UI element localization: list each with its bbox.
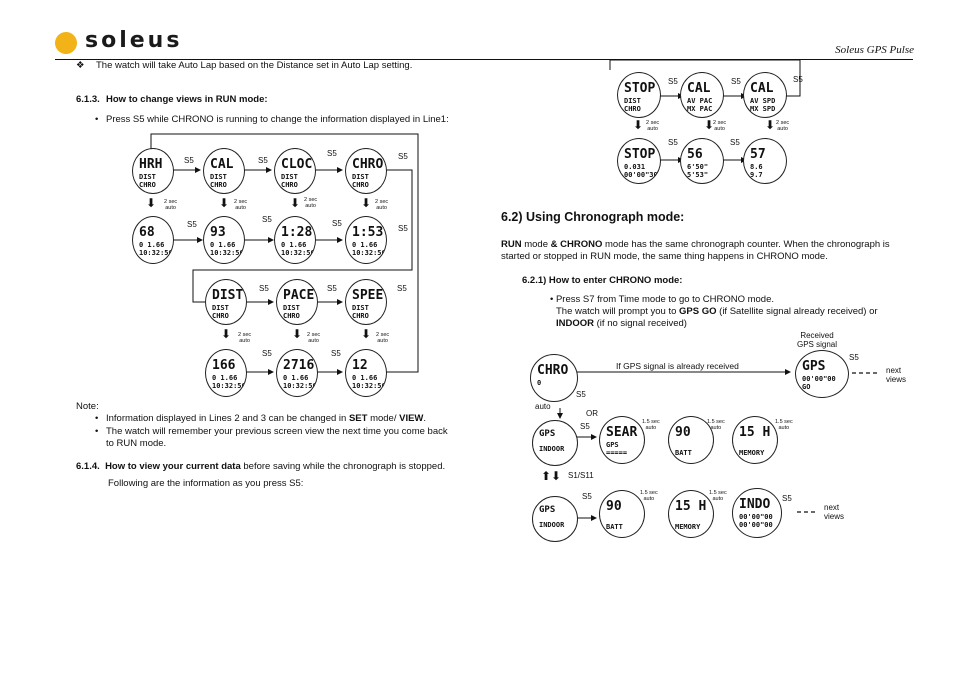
watch-face-gps-go: GPS00'00"00GO [795, 350, 849, 398]
s5-label: S5 [731, 77, 741, 86]
s5-label: S5 [327, 149, 337, 158]
s5-label: S5 [580, 422, 590, 431]
down-arrow-icon: ⬇ [361, 196, 371, 210]
down-arrow-icon: ⬇ [219, 196, 229, 210]
watch-face-avg-speed: CALAV SPDMX SPD [743, 72, 787, 118]
s1-s11-label: S1/S11 [568, 471, 594, 480]
s5-label: S5 [397, 284, 407, 293]
down-arrow-icon: ⬇ [633, 118, 643, 132]
down-arrow-icon: ⬇ [146, 196, 156, 210]
down-arrow-icon: ⬇ [361, 327, 371, 341]
s5-label: S5 [576, 390, 586, 399]
s5-label: S5 [332, 219, 342, 228]
s5-label: S5 [262, 215, 272, 224]
down-arrow-icon: ⬇ [290, 196, 300, 210]
or-label: OR [586, 409, 598, 418]
s5-label: S5 [398, 152, 408, 161]
s5-label: S5 [730, 138, 740, 147]
swap-arrows-icon: ⬆⬇ [541, 469, 561, 483]
down-arrow-icon: ⬇ [292, 327, 302, 341]
down-arrow-icon: ⬇ [765, 118, 775, 132]
watch-face-memory: 15 HMEMORY [732, 416, 778, 464]
s5-label: S5 [258, 156, 268, 165]
s5-label: S5 [187, 220, 197, 229]
if-gps-received-label: If GPS signal is already received [616, 361, 739, 371]
auto-label: auto [535, 402, 551, 411]
s5-label: S5 [782, 494, 792, 503]
s5-label: S5 [582, 492, 592, 501]
s5-label: S5 [259, 284, 269, 293]
s5-label: S5 [849, 353, 859, 362]
s5-label: S5 [262, 349, 272, 358]
down-arrow-icon: ⬇ [221, 327, 231, 341]
s5-label: S5 [668, 138, 678, 147]
s5-label: S5 [184, 156, 194, 165]
s5-label: S5 [331, 349, 341, 358]
s5-label: S5 [793, 75, 803, 84]
s5-label: S5 [668, 77, 678, 86]
s5-label: S5 [398, 224, 408, 233]
s5-label: S5 [327, 284, 337, 293]
watch-face-searching: SEARGPS===== [599, 416, 645, 464]
